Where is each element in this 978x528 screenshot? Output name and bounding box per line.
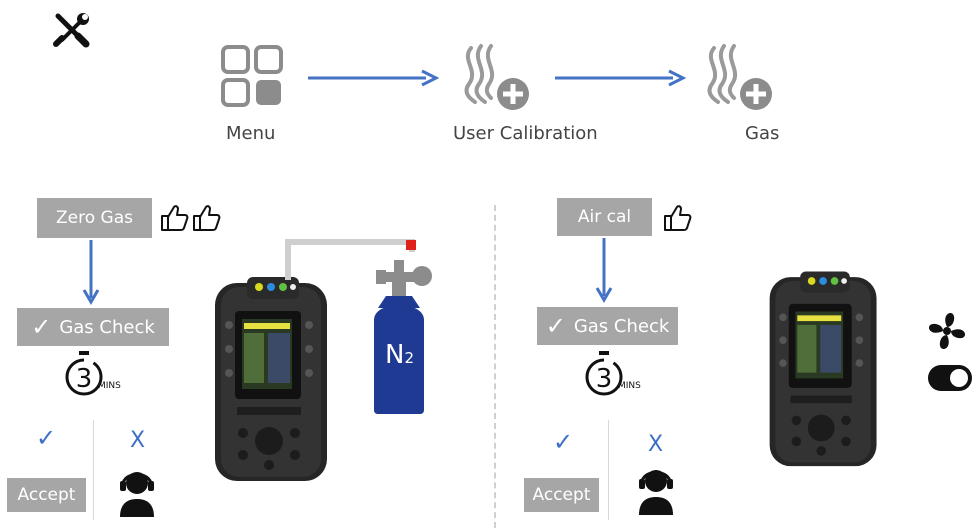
gas-cylinder-icon — [374, 260, 432, 414]
thumbs-up-icon — [664, 205, 692, 231]
stopwatch-icon: 3 MINS — [585, 351, 641, 396]
thumbs-up-icon — [161, 205, 189, 231]
accept-check-mark: ✓ — [36, 424, 57, 452]
check-mark-icon: ✓ — [545, 312, 566, 340]
flow-step-user-calibration: User Calibration — [453, 123, 598, 144]
gas-check-label: Gas Check — [59, 316, 155, 338]
cylinder-label-main: N — [385, 340, 405, 370]
fan-icon — [928, 312, 966, 350]
stopwatch-icon: 3 MINS — [65, 351, 121, 396]
menu-grid-icon — [221, 45, 283, 107]
choice-divider — [93, 420, 94, 520]
timer-unit: MINS — [98, 381, 121, 391]
panel-divider — [494, 205, 496, 528]
gas-plus-icon — [464, 44, 529, 110]
check-mark-icon: ✓ — [31, 313, 52, 341]
timer-number: 3 — [596, 364, 613, 394]
gas-detector-device — [215, 277, 327, 481]
flow-step-menu: Menu — [226, 123, 276, 144]
cylinder-label: N2 — [385, 340, 414, 370]
gas-check-box: ✓ Gas Check — [537, 307, 678, 345]
air-cal-box: Air cal — [557, 198, 652, 236]
choice-divider — [608, 420, 609, 520]
gas-check-label: Gas Check — [573, 315, 670, 337]
flow-step-gas: Gas — [745, 123, 780, 144]
gas-plus-icon — [707, 44, 772, 110]
reject-x-mark: X — [130, 428, 146, 453]
gas-detector-device — [769, 271, 877, 467]
operator-headset-icon — [639, 470, 673, 515]
accept-button[interactable]: Accept — [524, 478, 599, 512]
accept-check-mark: ✓ — [553, 428, 574, 456]
timer-number: 3 — [76, 364, 93, 394]
flow-arrow-1 — [308, 69, 440, 87]
flow-arrow-2 — [555, 69, 687, 87]
gas-hose — [285, 239, 416, 280]
down-arrow — [82, 240, 100, 305]
reject-x-mark: X — [648, 432, 664, 457]
tools-icon — [53, 13, 90, 48]
toggle-icon — [928, 365, 972, 391]
cylinder-label-sub: 2 — [404, 349, 414, 367]
timer-unit: MINS — [618, 381, 641, 391]
accept-button[interactable]: Accept — [7, 478, 86, 512]
operator-headset-icon — [120, 472, 154, 517]
down-arrow — [595, 238, 613, 303]
gas-check-box: ✓ Gas Check — [17, 308, 169, 346]
zero-gas-box: Zero Gas — [37, 198, 152, 238]
thumbs-up-icon — [193, 205, 221, 231]
